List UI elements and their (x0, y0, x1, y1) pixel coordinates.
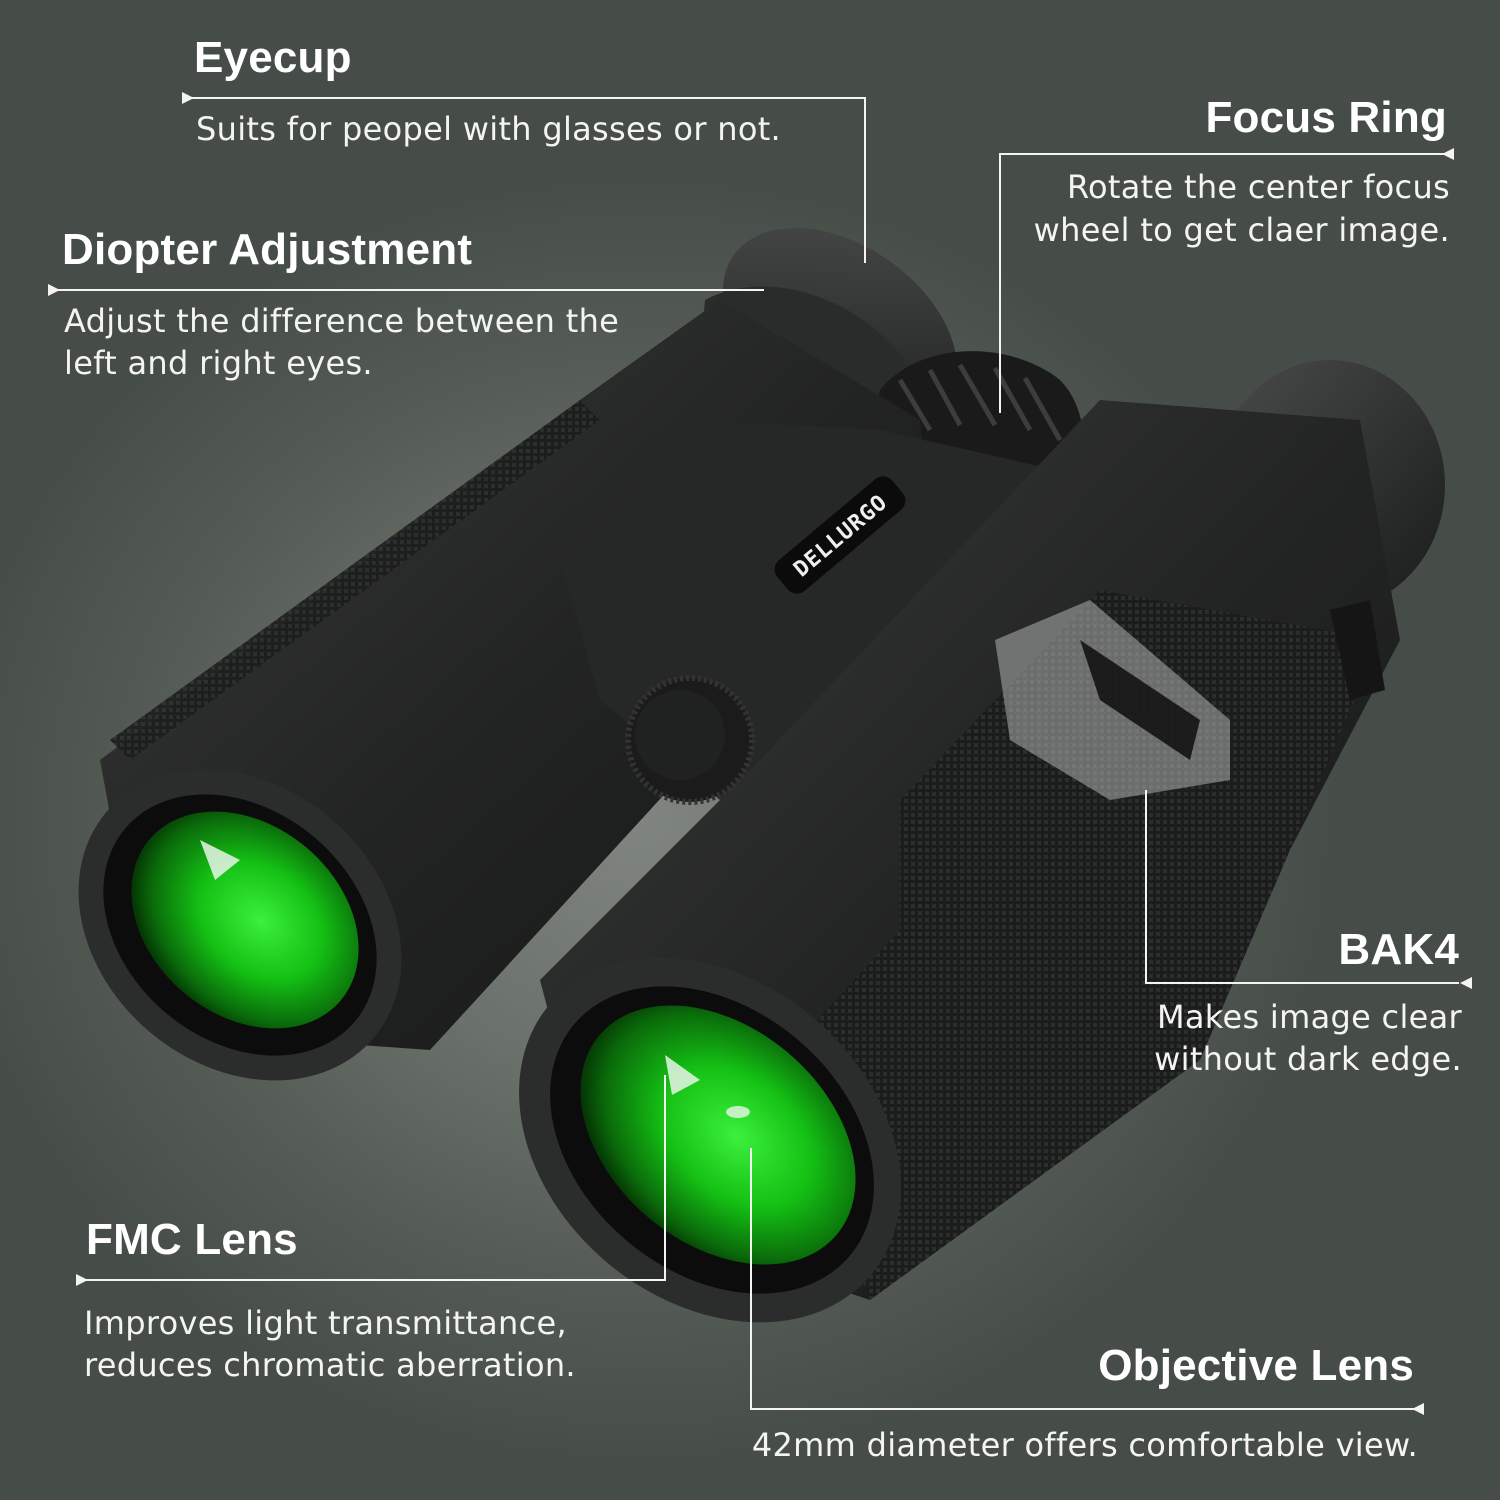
focus-ring-title: Focus Ring (1205, 93, 1447, 142)
bak4-leader-vertical (1145, 790, 1147, 984)
focus-ring-desc-line2: wheel to get claer image. (1033, 211, 1450, 249)
focus-ring-leader-line (1000, 153, 1446, 155)
diopter-leader-line (56, 289, 764, 291)
objective-lens-leader-vertical (750, 1148, 752, 1410)
focus-ring-arrow-icon (1442, 148, 1454, 160)
diopter-title: Diopter Adjustment (62, 225, 473, 274)
bak4-title: BAK4 (1338, 925, 1459, 974)
bak4-prism-icon (995, 600, 1230, 800)
bak4-arrow-icon (1460, 977, 1472, 989)
eyecup-desc: Suits for peopel with glasses or not. (196, 110, 782, 148)
fmc-lens-leader-vertical (664, 1075, 666, 1281)
fmc-lens-title: FMC Lens (86, 1215, 298, 1264)
right-objective-lens (519, 957, 901, 1323)
objective-lens-arrow-icon (1412, 1403, 1424, 1415)
focus-ring-desc-line1: Rotate the center focus (1066, 168, 1450, 206)
focus-wheel (870, 351, 1084, 490)
eyecup-title: Eyecup (194, 33, 352, 82)
fmc-lens-desc-line1: Improves light transmittance, (84, 1304, 567, 1342)
bak4-desc-line2: without dark edge. (1154, 1040, 1462, 1078)
bak4-leader-line (1145, 982, 1459, 984)
objective-lens-title: Objective Lens (1098, 1341, 1414, 1390)
focus-ring-leader-vertical (999, 153, 1001, 413)
bak4-desc-line1: Makes image clear (1156, 998, 1462, 1036)
fmc-lens-leader-line (84, 1279, 666, 1281)
objective-lens-desc: 42mm diameter offers comfortable view. (751, 1426, 1418, 1464)
fmc-lens-desc-line2: reduces chromatic aberration. (84, 1346, 576, 1384)
eyecup-leader-vertical (864, 97, 866, 263)
eyecup-leader-line (190, 97, 866, 99)
diopter-desc-line1: Adjust the difference between the (64, 302, 620, 340)
objective-lens-leader-line (750, 1408, 1414, 1410)
left-objective-lens (78, 769, 402, 1081)
diopter-desc-line2: left and right eyes. (64, 344, 373, 382)
